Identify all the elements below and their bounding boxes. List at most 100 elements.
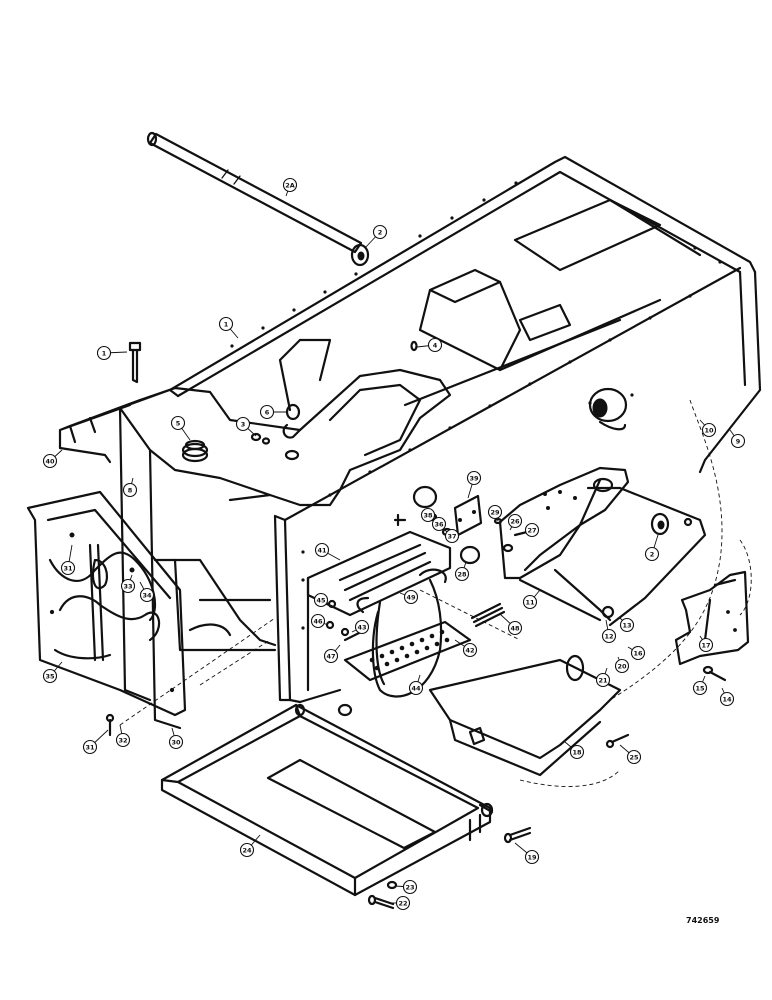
callout-label: 2 — [650, 550, 655, 558]
callout-bubble — [507, 620, 523, 636]
callout-label: 44 — [411, 684, 421, 692]
callout-bubble — [403, 589, 419, 605]
floor-pan-part — [160, 703, 494, 897]
callout-bubble — [96, 345, 112, 361]
callout-bubble — [122, 482, 138, 498]
callout-bubble — [454, 566, 470, 582]
callout-label: 18 — [572, 748, 582, 756]
callout-49: 49 — [399, 589, 419, 605]
callout-label: 11 — [525, 598, 535, 606]
callout-1-frame: 1 — [218, 316, 239, 339]
callout-9: 9 — [729, 429, 746, 449]
callout-bubble — [698, 637, 714, 653]
callout-bubble — [310, 613, 326, 629]
callout-11: 11 — [522, 589, 541, 610]
callout-37: 37 — [444, 528, 460, 544]
callout-22: 22 — [390, 895, 411, 911]
callout-bubble — [601, 628, 617, 644]
callout-layer: 2A21146354081093938363728292627211121321… — [42, 177, 746, 911]
callout-label: 49 — [406, 593, 416, 601]
callout-42: 42 — [454, 639, 478, 658]
callout-2-top: 2 — [364, 224, 388, 249]
callout-bubble — [239, 842, 255, 858]
callout-label: 43 — [357, 623, 366, 631]
callout-label: 29 — [490, 508, 500, 516]
callout-label: 24 — [242, 846, 252, 854]
callout-30: 30 — [168, 727, 184, 750]
callout-label: 45 — [316, 596, 326, 604]
pin-part — [128, 341, 142, 384]
callout-label: 22 — [398, 899, 407, 907]
callout-5: 5 — [170, 415, 191, 441]
callout-25: 25 — [619, 744, 642, 765]
callout-bubble — [259, 404, 275, 420]
callout-bubble — [235, 416, 251, 432]
callout-label: 12 — [604, 632, 613, 640]
callout-label: 39 — [469, 474, 479, 482]
callout-label: 23 — [405, 883, 414, 891]
callout-bubble — [619, 617, 635, 633]
callout-43: 43 — [351, 619, 370, 635]
callout-label: 10 — [704, 426, 714, 434]
callout-36: 36 — [431, 516, 448, 533]
callout-26: 26 — [507, 513, 523, 531]
callout-label: 37 — [447, 532, 456, 540]
callout-bubble — [444, 528, 460, 544]
callout-label: 13 — [622, 621, 631, 629]
callout-label: 16 — [633, 649, 643, 657]
callout-29: 29 — [487, 504, 503, 522]
assembly-guide-lines — [119, 399, 752, 726]
lever-arm-part — [498, 466, 707, 627]
callout-bubble — [313, 592, 329, 608]
callout-35: 35 — [42, 661, 63, 684]
callout-bubble — [524, 522, 540, 538]
callout-label: 3 — [241, 420, 246, 428]
callout-label: 32 — [118, 736, 127, 744]
callout-bubble — [115, 732, 131, 748]
callout-label: 2 — [378, 228, 383, 236]
callout-label: 1 — [224, 320, 229, 328]
callout-19: 19 — [514, 842, 540, 865]
callout-bubble — [507, 513, 523, 529]
callout-label: 28 — [457, 570, 467, 578]
callout-label: 4 — [433, 341, 438, 349]
side-bracket-part — [674, 570, 750, 666]
callout-bubble — [372, 224, 388, 240]
callout-bubble — [60, 560, 76, 576]
callout-bubble — [170, 415, 186, 431]
callout-41: 41 — [314, 542, 341, 561]
callout-label: 1 — [102, 349, 107, 357]
callout-label: 47 — [326, 652, 335, 660]
callout-2-right: 2 — [644, 534, 660, 562]
callout-label: 40 — [45, 457, 55, 465]
callout-label: 8 — [128, 486, 133, 494]
callout-bubble — [626, 749, 642, 765]
callout-bubble — [42, 668, 58, 684]
callout-bubble — [427, 337, 443, 353]
callout-bubble — [42, 453, 58, 469]
callout-bubble — [408, 680, 424, 696]
callout-3: 3 — [235, 416, 257, 437]
callout-label: 9 — [736, 437, 741, 445]
callout-14: 14 — [719, 687, 735, 707]
callout-bubble — [524, 849, 540, 865]
callout-bubble — [323, 648, 339, 664]
callout-8-left: 8 — [122, 477, 138, 498]
callout-label: 19 — [527, 853, 537, 861]
callout-28: 28 — [454, 561, 470, 582]
plug-part — [181, 439, 209, 463]
callout-bubble — [522, 594, 538, 610]
callout-bubble — [462, 642, 478, 658]
callout-label: 36 — [434, 520, 444, 528]
callout-label: 46 — [313, 617, 323, 625]
callout-bubble — [218, 316, 234, 332]
callout-38: 38 — [420, 507, 436, 523]
callout-31-top: 31 — [60, 544, 76, 576]
callout-label: 21 — [598, 676, 608, 684]
callout-bubble — [139, 587, 155, 603]
callout-bubble — [314, 542, 330, 558]
callout-39: 39 — [466, 470, 482, 499]
callout-33: 33 — [120, 574, 136, 594]
callout-label: 41 — [317, 546, 327, 554]
roller-part — [650, 512, 670, 536]
